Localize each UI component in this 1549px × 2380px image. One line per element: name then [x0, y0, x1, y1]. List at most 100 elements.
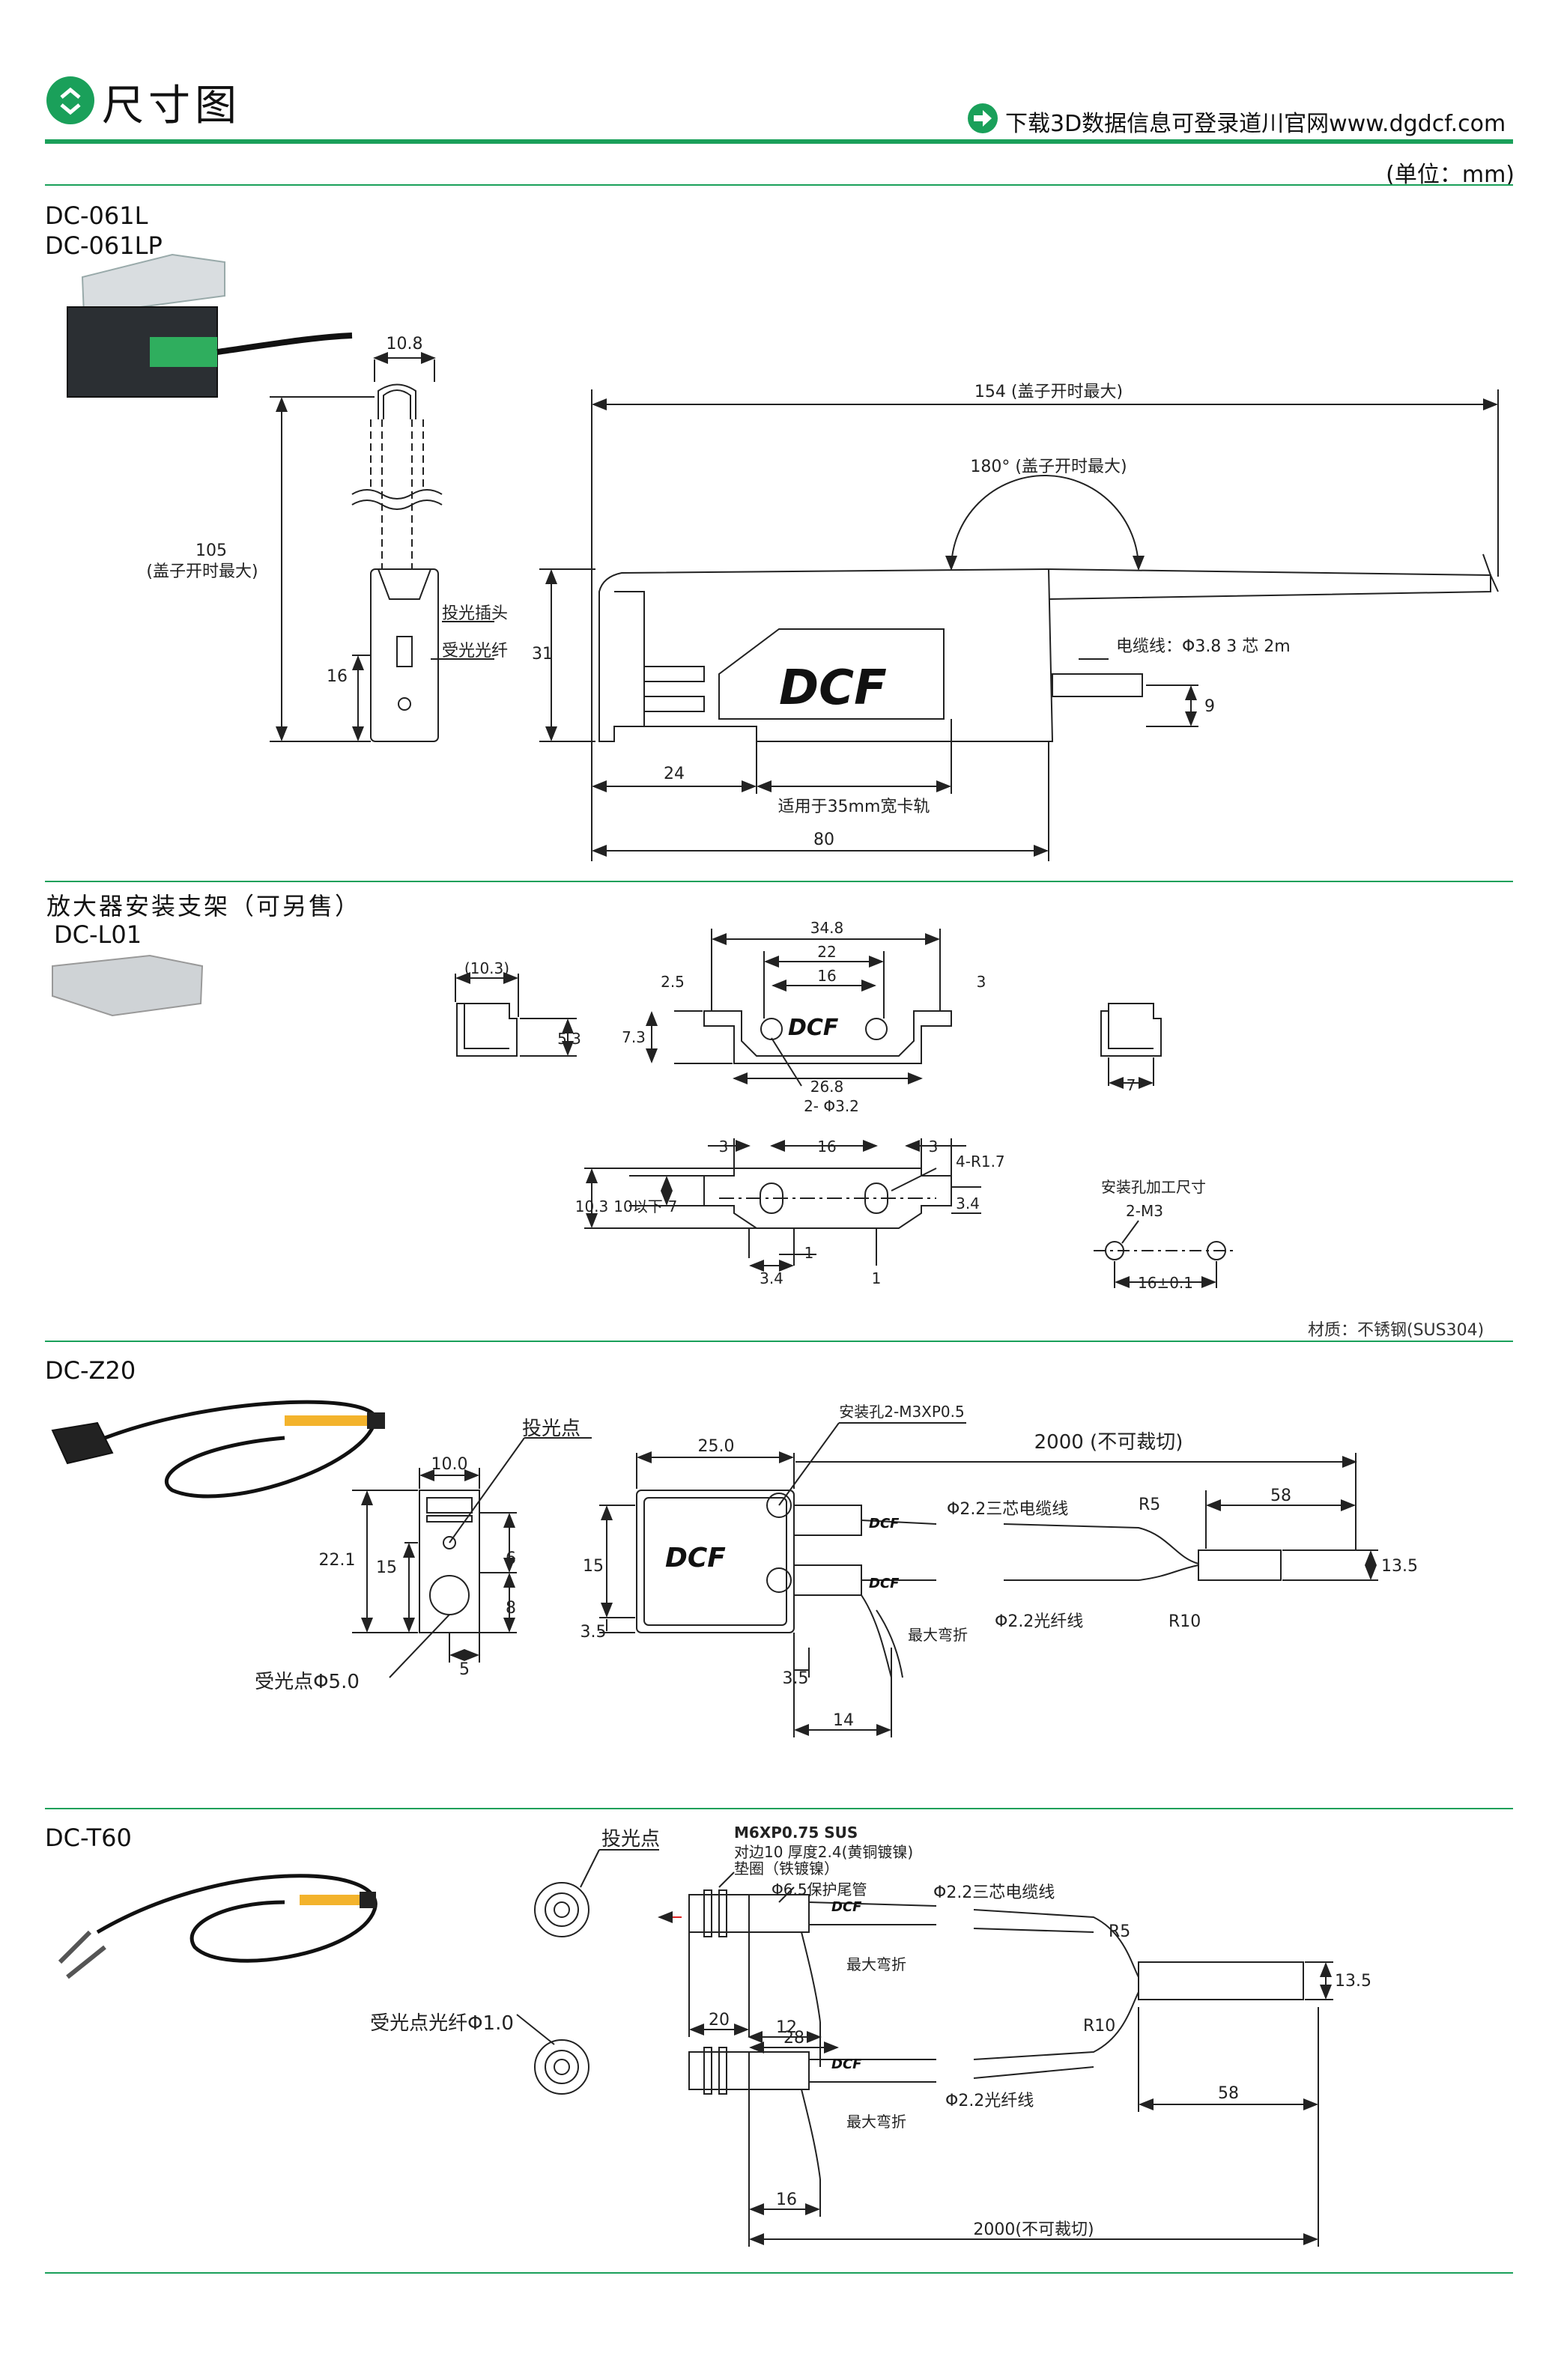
z20-photo	[51, 1400, 385, 1499]
header-divider	[45, 139, 1513, 144]
dcf-logo-bracket: DCF	[788, 1015, 839, 1041]
dim-105: 105	[195, 541, 227, 560]
dim-4-r1-7: 4-R1.7	[956, 1153, 1005, 1171]
t60-tube: Φ6.5保护尾管	[772, 1880, 867, 1898]
z20-dim-14: 14	[833, 1711, 854, 1730]
z20-dim-3-5-h: 3.5	[581, 1623, 607, 1642]
dim-7-b: 7	[668, 1197, 678, 1215]
page-title: 尺寸图	[102, 82, 241, 130]
z20-dim-3-5-w: 3.5	[783, 1669, 809, 1688]
dim-3-4-a: 3.4	[956, 1194, 980, 1212]
t60-fiber: Φ2.2光纤线	[945, 2092, 1034, 2110]
z20-dim-10: 10.0	[431, 1455, 468, 1474]
bracket-top-view	[703, 1010, 952, 1064]
dim-80: 80	[813, 831, 834, 849]
dim-3-4-b: 3.4	[760, 1269, 783, 1287]
dcf-logo-z20-cable: DCF	[869, 1516, 900, 1531]
dim-22: 22	[817, 943, 836, 961]
tx-plug-label: 投光插头	[442, 604, 508, 623]
arrow-right-icon	[968, 103, 998, 133]
z20-dim-25: 25.0	[698, 1437, 735, 1456]
z20-cable3: Φ2.2三芯电缆线	[947, 1500, 1068, 1519]
t60-r10: R10	[1083, 2017, 1115, 2036]
z20-dim-22-1: 22.1	[319, 1551, 356, 1570]
z20-dim-15-b: 15	[583, 1557, 604, 1576]
dim-1-b: 1	[872, 1269, 882, 1287]
dim-31: 31	[532, 645, 553, 664]
divider-1	[45, 184, 1513, 186]
dcf-logo-z20: DCF	[665, 1543, 726, 1573]
t60-dim-20: 20	[709, 2011, 730, 2030]
z20-dim-2000: 2000 (不可裁切)	[1034, 1431, 1183, 1454]
t60-dim-16: 16	[776, 2191, 797, 2209]
dcf-logo-t60-bottom: DCF	[831, 2056, 862, 2072]
dim-16-b: 16	[817, 1138, 836, 1156]
dcf-logo-t60-top: DCF	[831, 1899, 862, 1915]
dim-1-a: 1	[804, 1244, 814, 1262]
dim-10-3-paren: (10.3)	[464, 959, 509, 977]
dim-16: 16	[327, 667, 348, 686]
dim-10-8: 10.8	[387, 335, 423, 353]
z20-tx-point: 投光点	[522, 1418, 581, 1440]
amplifier-side-view	[351, 383, 443, 742]
cable-spec: 电缆线：Φ3.8 3 芯 2m	[1116, 637, 1291, 656]
t60-washer: 垫圈（铁镀镍）	[734, 1860, 839, 1877]
divider-2	[45, 881, 1513, 882]
dim-3-a: 3	[977, 973, 986, 991]
t60-m6: M6XP0.75 SUS	[734, 1824, 858, 1842]
model-label-dcz20: DC-Z20	[45, 1356, 136, 1385]
model-label-dct60: DC-T60	[45, 1824, 132, 1852]
dcf-logo-z20-fiber: DCF	[869, 1576, 900, 1591]
z20-hole: 安装孔2-M3XP0.5	[839, 1403, 965, 1421]
dim-7-3: 7.3	[622, 1028, 646, 1046]
divider-5	[45, 2272, 1513, 2274]
model-label-dc061lp: DC-061LP	[45, 231, 163, 260]
t60-dim-2000: 2000(不可裁切)	[973, 2220, 1094, 2239]
dim-154: 154 (盖子开时最大)	[974, 383, 1123, 401]
divider-3	[45, 1341, 1513, 1342]
dcf-logo-main: DCF	[779, 661, 887, 716]
z20-rx-point: 受光点Φ5.0	[255, 1671, 360, 1693]
dim-3-c: 3	[929, 1138, 939, 1156]
dim-34-8: 34.8	[810, 919, 844, 937]
dim-10-3: 10.3	[575, 1197, 609, 1215]
bracket-title: 放大器安装支架（可另售）	[46, 892, 362, 920]
z20-dim-13-5: 13.5	[1381, 1557, 1418, 1576]
t60-cable3: Φ2.2三芯电缆线	[933, 1883, 1055, 1902]
z20-dim-8: 8	[506, 1599, 516, 1618]
t60-bend-note-top: 最大弯折	[846, 1955, 906, 1973]
t60-bend-note-bottom: 最大弯折	[846, 2113, 906, 2131]
z20-dim-58: 58	[1270, 1487, 1291, 1505]
amplifier-front-view	[598, 553, 1499, 742]
z20-r5: R5	[1139, 1496, 1160, 1514]
z20-fiber: Φ2.2光纤线	[995, 1612, 1083, 1631]
z20-bend-note: 最大弯折	[908, 1626, 968, 1644]
model-label-dcl01: DC-L01	[54, 920, 142, 949]
t60-photo	[58, 1874, 378, 1979]
t60-dim-28: 28	[783, 2029, 804, 2047]
bracket-photo	[52, 954, 204, 1017]
z20-dim-6: 6	[506, 1549, 516, 1568]
z20-dim-5: 5	[459, 1660, 470, 1679]
section-chevron-icon	[46, 76, 94, 124]
amplifier-photo	[67, 253, 353, 398]
dim-5-3: 5.3	[557, 1030, 581, 1048]
hole-pattern-title: 安装孔加工尺寸	[1101, 1178, 1206, 1196]
t60-rx-point: 受光点光纤Φ1.0	[370, 2012, 514, 2035]
t60-dim-12: 12	[776, 2018, 797, 2037]
unit-label: (单位：mm)	[1386, 162, 1515, 188]
rx-fiber-label: 受光光纤	[442, 642, 508, 661]
dim-2-phi-3-2: 2- Φ3.2	[804, 1097, 859, 1115]
hole-16: 16±0.1	[1138, 1274, 1193, 1292]
z20-dim-15: 15	[376, 1558, 397, 1577]
dim-105-note: (盖子开时最大)	[146, 562, 258, 581]
download-info-link[interactable]: 下载3D数据信息可登录道川官网www.dgdcf.com	[1005, 111, 1506, 137]
dim-7: 7	[1127, 1076, 1136, 1094]
t60-tx-point: 投光点	[601, 1828, 660, 1851]
rail-note: 适用于35mm宽卡轨	[778, 798, 930, 816]
dim-9: 9	[1204, 697, 1215, 716]
material-note: 材质：不锈钢(SUS304)	[1308, 1321, 1485, 1340]
dim-26-8: 26.8	[810, 1078, 844, 1096]
t60-dim-13-5: 13.5	[1335, 1972, 1371, 1991]
